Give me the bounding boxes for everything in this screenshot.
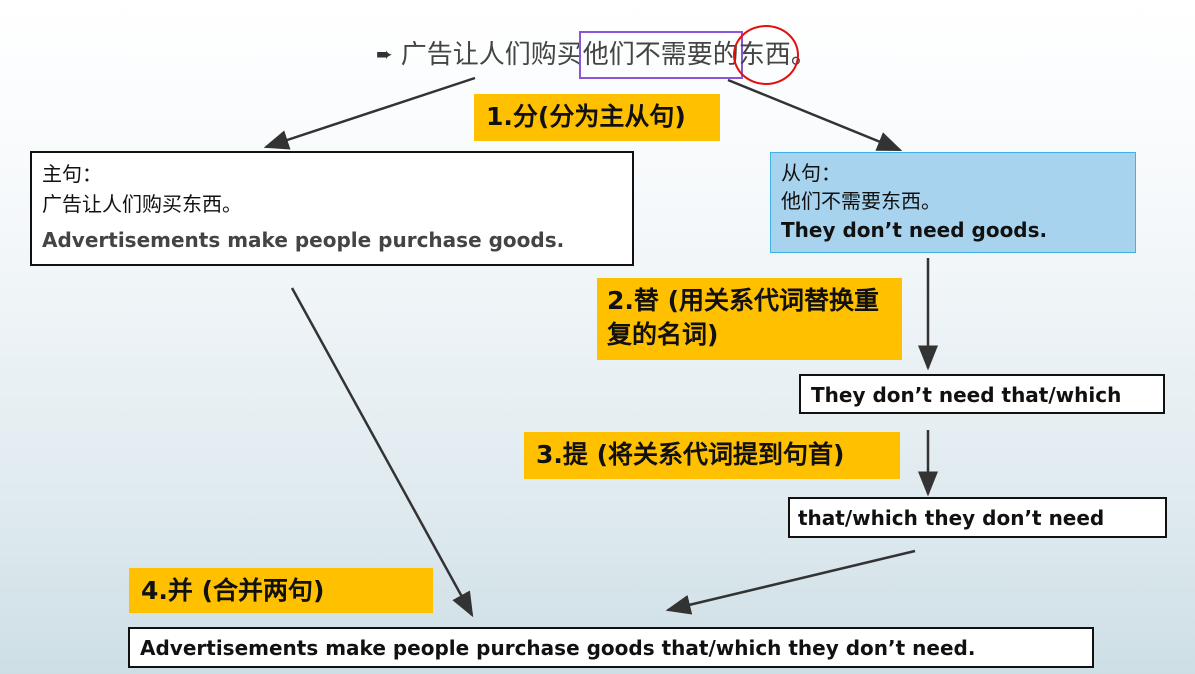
- arrow-to-sub: [727, 78, 903, 152]
- sub-clause-cn: 他们不需要东西。: [781, 189, 941, 213]
- arrow-main-to-final: [290, 287, 474, 618]
- arrow-to-main: [263, 76, 476, 150]
- main-clause-cn: 广告让人们购买东西。: [42, 192, 242, 216]
- final-sentence-text: Advertisements make people purchase good…: [140, 636, 976, 660]
- main-clause-en: Advertisements make people purchase good…: [42, 228, 565, 252]
- main-clause-box: 主句： 广告让人们购买东西。 Advertisements make peopl…: [30, 151, 634, 266]
- title-part-main: 广告让人们购买: [400, 40, 583, 70]
- step-1-label: 1.分(分为主从句): [474, 94, 720, 141]
- replaced-box: They don’t need that/which: [799, 374, 1165, 414]
- title-part-clause: 他们不需要的: [578, 31, 743, 79]
- moved-box: that/which they don’t need: [788, 497, 1167, 538]
- sub-clause-box: 从句： 他们不需要东西。 They don’t need goods.: [770, 152, 1136, 253]
- main-clause-heading: 主句：: [42, 162, 102, 186]
- sentence-title: ➨广告让人们购买他们不需要的东西。: [376, 25, 817, 85]
- replaced-text: They don’t need that/which: [811, 383, 1122, 407]
- arrow-moved-to-final: [665, 549, 916, 615]
- moved-text: that/which they don’t need: [798, 506, 1105, 530]
- step-2-label: 2.替 (用关系代词替换重复的名词): [597, 278, 902, 360]
- step-4-label: 4.并 (合并两句): [129, 568, 433, 613]
- arrow-bullet-icon: ➨: [376, 42, 393, 66]
- title-part-noun: 东西: [732, 25, 799, 85]
- final-sentence-box: Advertisements make people purchase good…: [128, 627, 1094, 668]
- step-3-label: 3.提 (将关系代词提到句首): [524, 432, 900, 479]
- sub-clause-heading: 从句：: [781, 161, 841, 185]
- sub-clause-en: They don’t need goods.: [781, 218, 1048, 242]
